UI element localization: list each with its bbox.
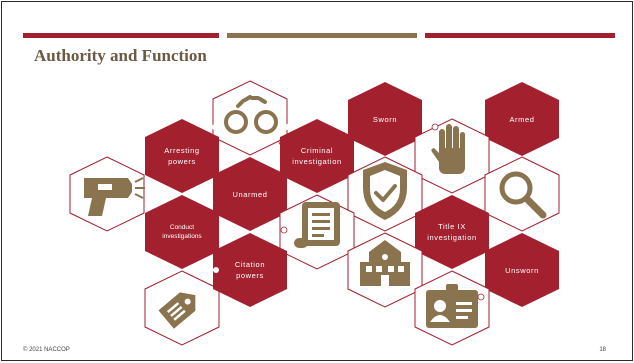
conduct-investigations-label: Conduct investigations bbox=[162, 224, 202, 240]
taser-hex bbox=[69, 156, 145, 232]
magnifying-glass-icon bbox=[499, 171, 547, 219]
title-ix-hex bbox=[414, 195, 489, 269]
shield-check-icon bbox=[363, 162, 407, 220]
copyright-footer: © 2021 NACCOP bbox=[23, 347, 70, 353]
handcuffs-icon bbox=[224, 95, 278, 134]
page-number: 18 bbox=[599, 347, 606, 353]
taser-icon bbox=[84, 177, 145, 216]
tag-hex bbox=[144, 270, 220, 346]
header-bar-center bbox=[227, 33, 417, 38]
armed-label: Armed bbox=[509, 114, 535, 124]
school-hex bbox=[347, 232, 423, 308]
citation-powers-hex bbox=[213, 233, 287, 307]
criminal-investigation-label: Criminal investigation bbox=[292, 146, 342, 166]
hand-hex bbox=[414, 118, 490, 194]
raised-hand-icon bbox=[431, 124, 465, 174]
id-card-hex bbox=[414, 270, 490, 346]
price-tag-icon bbox=[158, 292, 196, 329]
sworn-label: Sworn bbox=[372, 114, 398, 124]
arresting-powers-hex bbox=[145, 119, 219, 193]
arresting-powers-label: Arresting powers bbox=[164, 146, 200, 166]
conduct-investigations-hex bbox=[145, 195, 219, 269]
slide-title: Authority and Function bbox=[34, 46, 207, 65]
id-card-icon bbox=[426, 284, 478, 328]
header-bar-right bbox=[425, 33, 615, 38]
title-ix-label: Title IX investigation bbox=[427, 222, 477, 242]
header-bar-left bbox=[23, 33, 219, 38]
sworn-hex bbox=[348, 82, 422, 156]
shield-hex bbox=[347, 156, 423, 232]
scroll-icon bbox=[294, 202, 340, 248]
armed-hex bbox=[485, 82, 559, 156]
unarmed-hex bbox=[213, 157, 287, 231]
unarmed-label: Unarmed bbox=[232, 189, 268, 199]
magnifier-hex bbox=[484, 156, 560, 232]
handcuffs-hex bbox=[212, 80, 288, 156]
unsworn-label: Unsworn bbox=[505, 265, 539, 275]
school-building-icon bbox=[360, 240, 410, 286]
scroll-hex bbox=[279, 194, 355, 270]
citation-powers-label: Citation powers bbox=[234, 260, 266, 280]
criminal-investigation-hex bbox=[280, 119, 354, 193]
unsworn-hex bbox=[485, 233, 559, 307]
